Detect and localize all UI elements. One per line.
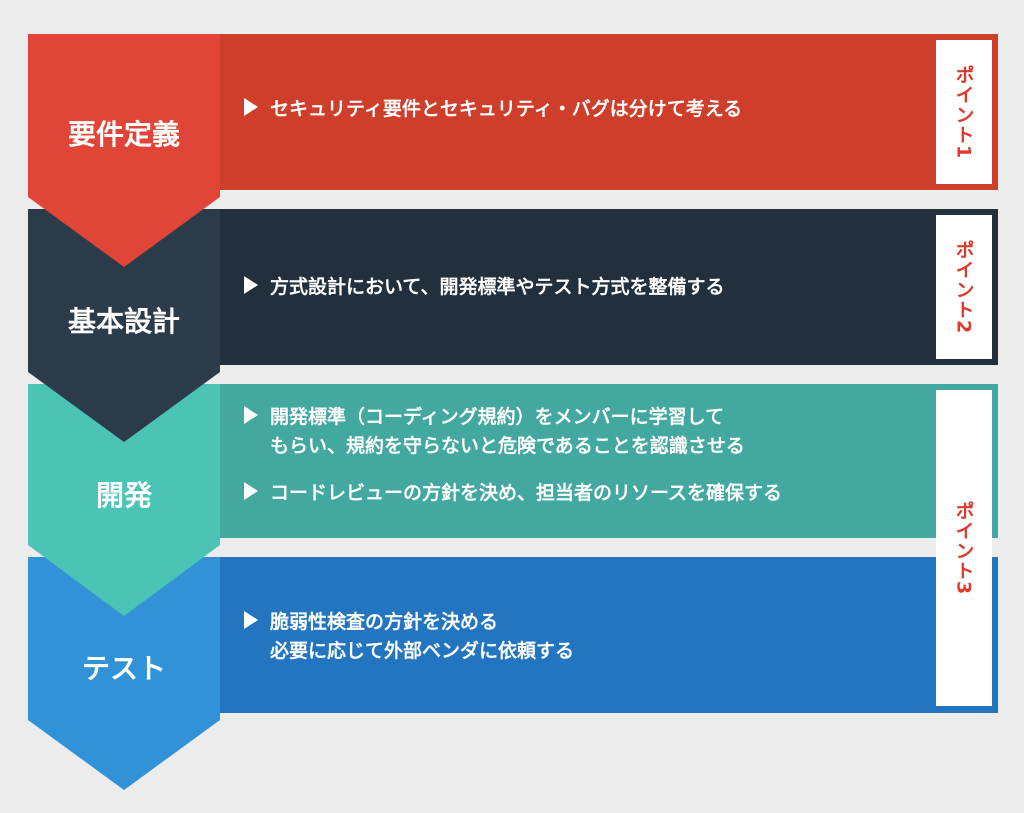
bullet-triangle-icon — [244, 276, 258, 294]
bullet-development-2: コードレビューの方針を決め、担当者のリソースを確保する — [244, 479, 782, 508]
bullet-triangle-icon — [244, 98, 258, 116]
bullet-text: コードレビューの方針を決め、担当者のリソースを確保する — [270, 482, 783, 504]
phase-label-basic-design: 基本設計 — [67, 305, 180, 338]
bullet-text: 開発標準（コーディング規約）をメンバーに学習して もらい、規約を守らないと危険で… — [270, 406, 745, 457]
phase-arrow-basic-design — [28, 209, 220, 442]
bullet-text: 方式設計において、開発標準やテスト方式を整備する — [270, 276, 725, 298]
point-box-1: ポイント1 — [936, 40, 992, 184]
point-box-2: ポイント2 — [936, 215, 992, 359]
phase-arrow-test — [28, 557, 220, 790]
bullet-text: セキュリティ要件とセキュリティ・バグは分けて考える — [270, 98, 743, 120]
point-label: ポイント2 — [952, 239, 975, 335]
bullet-triangle-icon — [244, 611, 258, 629]
phase-arrow-development — [28, 384, 220, 616]
phase-bar-test — [220, 557, 998, 713]
phase-arrow-requirements — [28, 34, 220, 267]
bullet-development-1: 開発標準（コーディング規約）をメンバーに学習して もらい、規約を守らないと危険で… — [244, 403, 745, 461]
bullet-test-1: 脆弱性検査の方針を決める 必要に応じて外部ベンダに依頼する — [244, 608, 574, 666]
phase-bar-development — [220, 384, 998, 538]
bullet-text: 脆弱性検査の方針を決める 必要に応じて外部ベンダに依頼する — [270, 611, 575, 662]
bullet-requirements-1: セキュリティ要件とセキュリティ・バグは分けて考える — [244, 95, 742, 124]
point-box-3: ポイント3 — [936, 390, 992, 706]
phase-label-requirements: 要件定義 — [67, 118, 180, 151]
point-label: ポイント1 — [952, 64, 975, 160]
phase-label-development: 開発 — [95, 479, 152, 512]
phase-bar-basic-design — [220, 209, 998, 365]
bullet-triangle-icon — [244, 482, 258, 500]
bullet-basic-design-1: 方式設計において、開発標準やテスト方式を整備する — [244, 273, 724, 302]
bullet-triangle-icon — [244, 406, 258, 424]
phase-bar-requirements — [220, 34, 998, 190]
phase-label-test: テスト — [81, 652, 166, 685]
point-label: ポイント3 — [952, 500, 975, 596]
